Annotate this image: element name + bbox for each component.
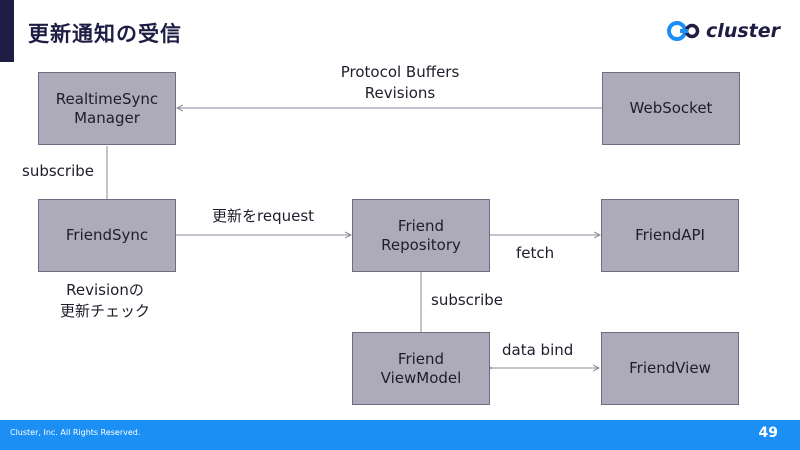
node-friend-view: FriendView bbox=[601, 332, 739, 405]
slide-title: 更新通知の受信 bbox=[28, 22, 182, 46]
footer-bar: Cluster, Inc. All Rights Reserved. 49 bbox=[0, 420, 800, 450]
label-subscribe-top: subscribe bbox=[22, 162, 94, 180]
page-number: 49 bbox=[758, 425, 778, 441]
node-realtime-sync-manager: RealtimeSync Manager bbox=[38, 72, 176, 145]
cluster-logo-icon bbox=[667, 21, 700, 41]
brand-name: cluster bbox=[706, 20, 780, 42]
node-friend-sync: FriendSync bbox=[38, 199, 176, 272]
cluster-logo: cluster bbox=[667, 20, 780, 42]
label-fetch: fetch bbox=[516, 244, 555, 262]
node-friend-viewmodel: Friend ViewModel bbox=[352, 332, 490, 405]
label-subscribe-bottom: subscribe bbox=[431, 291, 503, 309]
node-friend-api: FriendAPI bbox=[601, 199, 739, 272]
title-accent-bar bbox=[0, 0, 14, 62]
label-protocol-buffers: Protocol Buffers Revisions bbox=[340, 63, 460, 102]
label-request-update: 更新をrequest bbox=[212, 207, 315, 225]
copyright-text: Cluster, Inc. All Rights Reserved. bbox=[10, 428, 141, 437]
node-websocket: WebSocket bbox=[602, 72, 740, 145]
label-data-bind: data bind bbox=[502, 341, 574, 359]
node-friend-repository: Friend Repository bbox=[352, 199, 490, 272]
label-revision-check: Revisionの 更新チェック bbox=[59, 281, 150, 320]
